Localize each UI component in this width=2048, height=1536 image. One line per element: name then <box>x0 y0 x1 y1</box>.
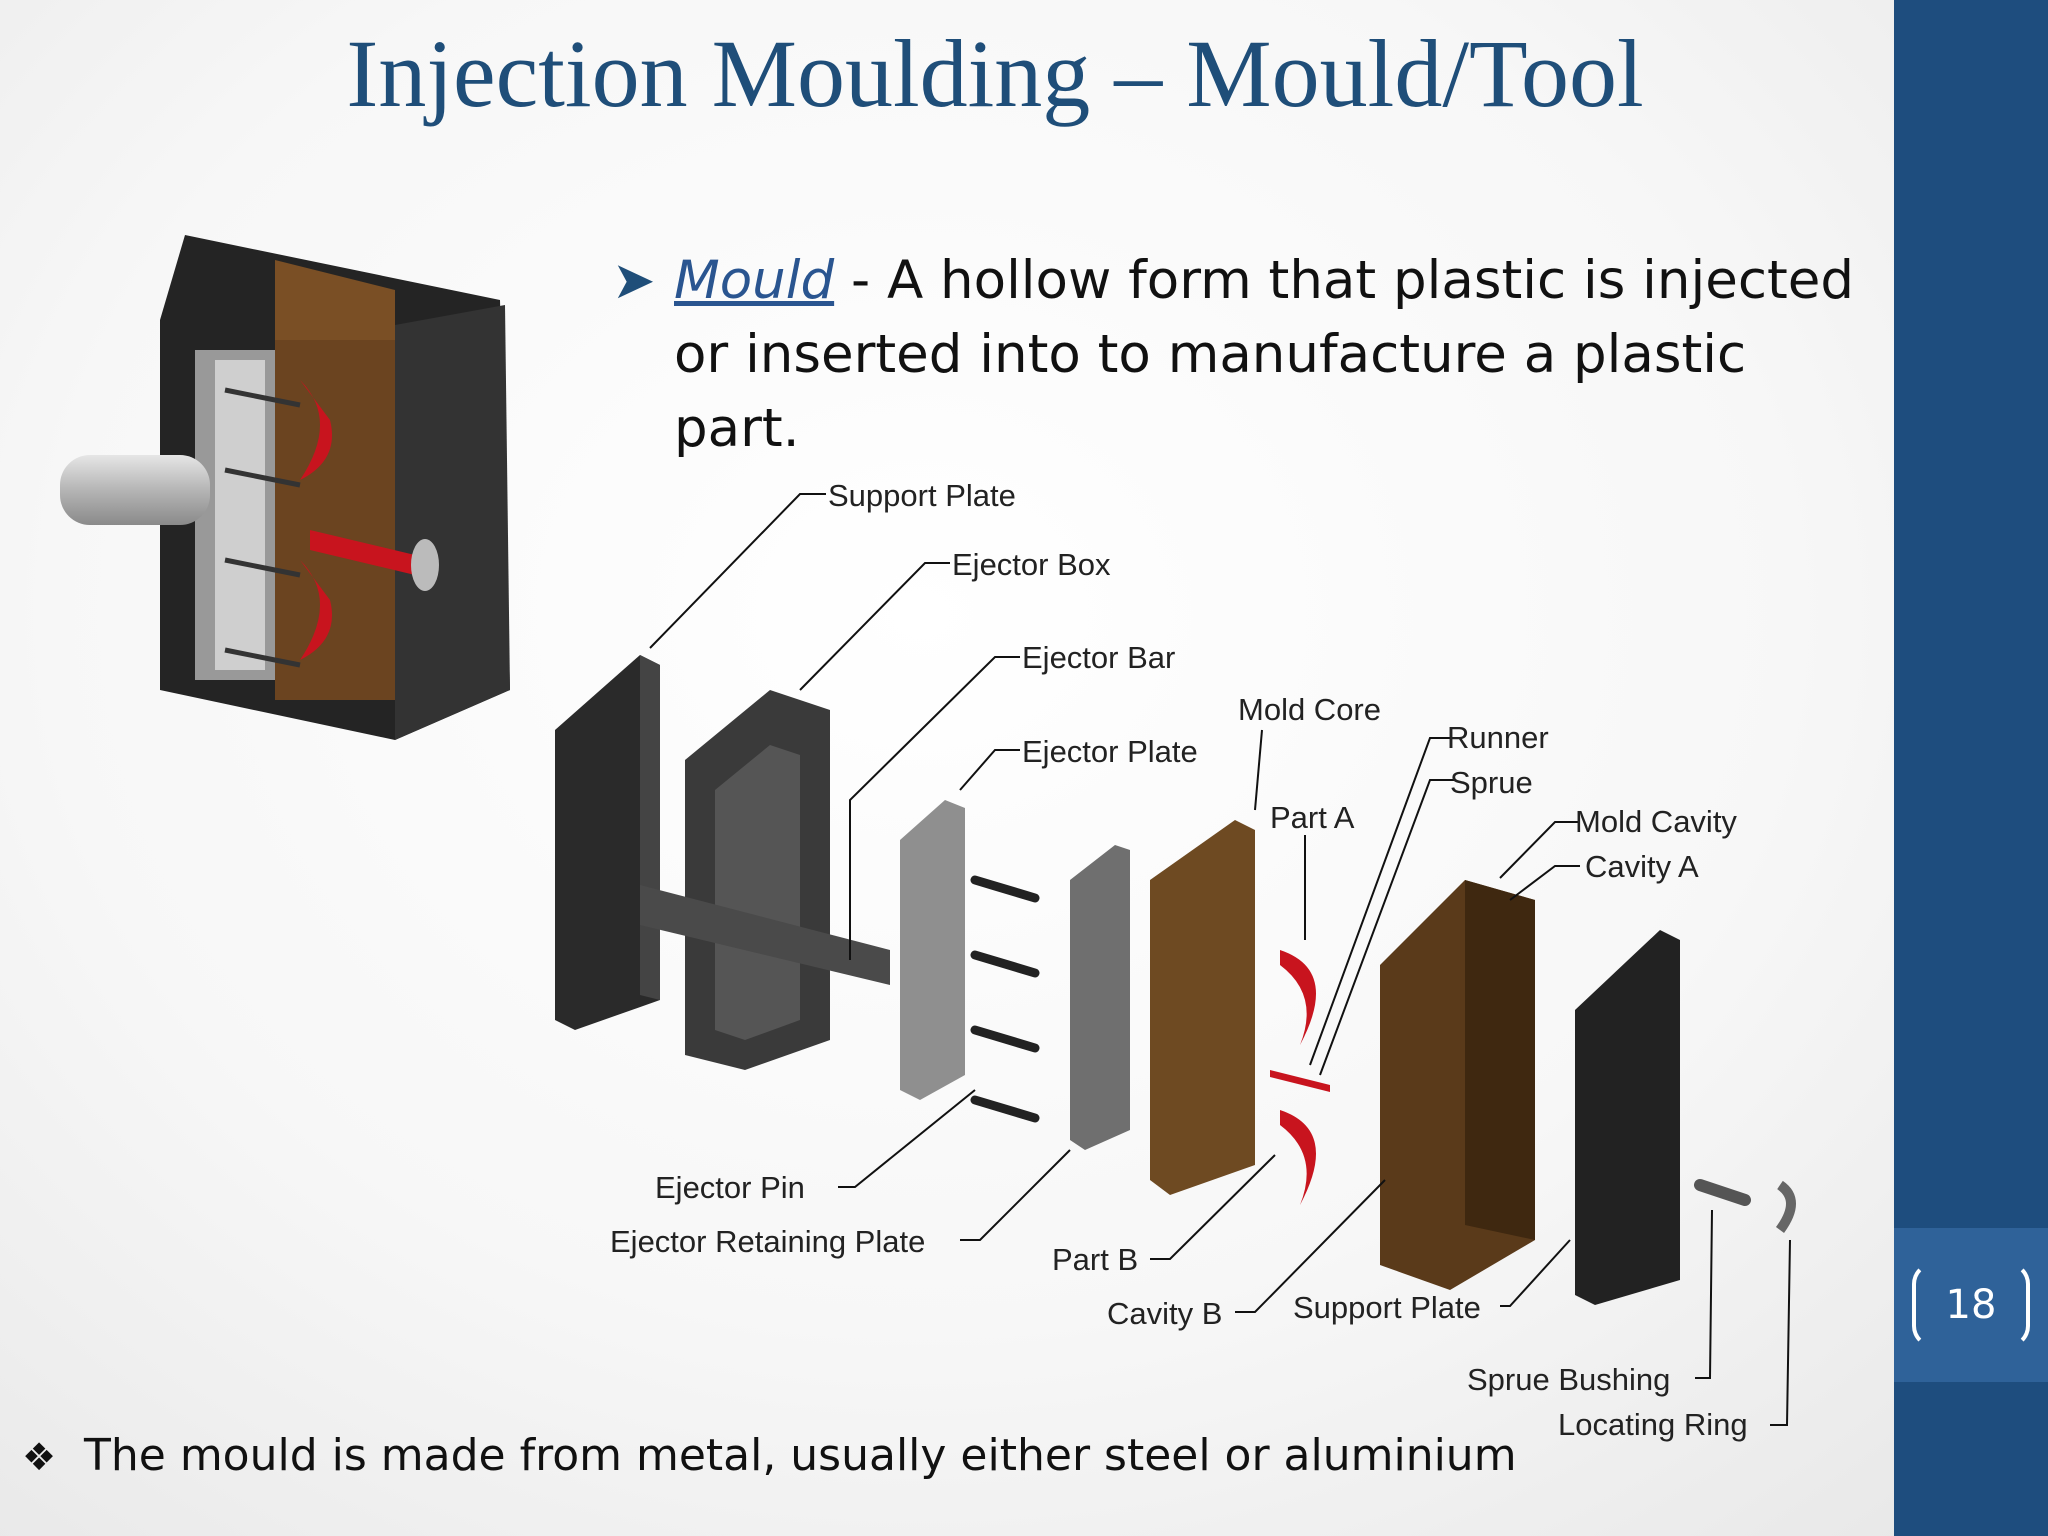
label-runner: Runner <box>1447 720 1549 755</box>
label-ejector-plate: Ejector Plate <box>1022 734 1198 769</box>
support-plate-part <box>555 655 660 1030</box>
diagram-labels: Support Plate Ejector Box Ejector Bar Ej… <box>610 478 1748 1442</box>
locating-ring-part <box>1775 1180 1796 1233</box>
label-support-plate-top: Support Plate <box>828 478 1016 513</box>
definition-term: Mould <box>674 250 835 311</box>
mold-core-part <box>1150 820 1255 1195</box>
ejector-bar-part <box>640 885 890 985</box>
label-cavity-a: Cavity A <box>1585 849 1699 884</box>
page-number-tab <box>1894 1228 2048 1382</box>
label-cavity-b: Cavity B <box>1107 1296 1222 1331</box>
assembled-mould-illustration <box>60 235 510 740</box>
page-number-bracket <box>1912 1262 2030 1348</box>
label-ejector-bar: Ejector Bar <box>1022 640 1175 675</box>
diamond-bullet-icon: ❖ <box>22 1435 57 1479</box>
sprue-bushing-part <box>1694 1179 1751 1206</box>
definition-description: - A hollow form that plastic is injected… <box>674 250 1854 459</box>
label-mold-cavity: Mold Cavity <box>1575 804 1737 839</box>
material-note-text: The mould is made from metal, usually ei… <box>84 1430 1517 1481</box>
support-plate-front-part <box>1575 930 1680 1305</box>
slide-title: Injection Moulding – Mould/Tool <box>346 20 1644 127</box>
arrow-bullet-icon: ➤ <box>612 251 656 311</box>
definition-bullet: ➤ Mould - A hollow form that plastic is … <box>612 244 1882 466</box>
label-mold-core: Mold Core <box>1238 692 1381 727</box>
leader-lines <box>649 493 1791 1426</box>
label-sprue-bushing: Sprue Bushing <box>1467 1362 1670 1397</box>
part-a-part <box>1280 950 1316 1045</box>
label-support-plate-bottom: Support Plate <box>1293 1290 1481 1325</box>
ejector-retaining-plate-part <box>1070 845 1130 1150</box>
label-ejector-box: Ejector Box <box>952 547 1111 582</box>
label-locating-ring: Locating Ring <box>1558 1407 1748 1442</box>
definition-text: Mould - A hollow form that plastic is in… <box>674 244 1882 466</box>
ejector-pins-part <box>970 875 1040 1123</box>
label-part-a: Part A <box>1270 800 1355 835</box>
ejector-plate-part <box>900 800 965 1100</box>
part-b-part <box>1280 1110 1316 1205</box>
label-part-b: Part B <box>1052 1242 1138 1277</box>
page-number: 18 <box>1945 1282 1997 1328</box>
label-ejector-pin: Ejector Pin <box>655 1170 805 1205</box>
label-ejector-retaining-plate: Ejector Retaining Plate <box>610 1224 925 1259</box>
material-note: ❖ The mould is made from metal, usually e… <box>22 1420 1522 1493</box>
exploded-mould-illustration <box>555 655 1796 1305</box>
label-sprue: Sprue <box>1450 765 1533 800</box>
